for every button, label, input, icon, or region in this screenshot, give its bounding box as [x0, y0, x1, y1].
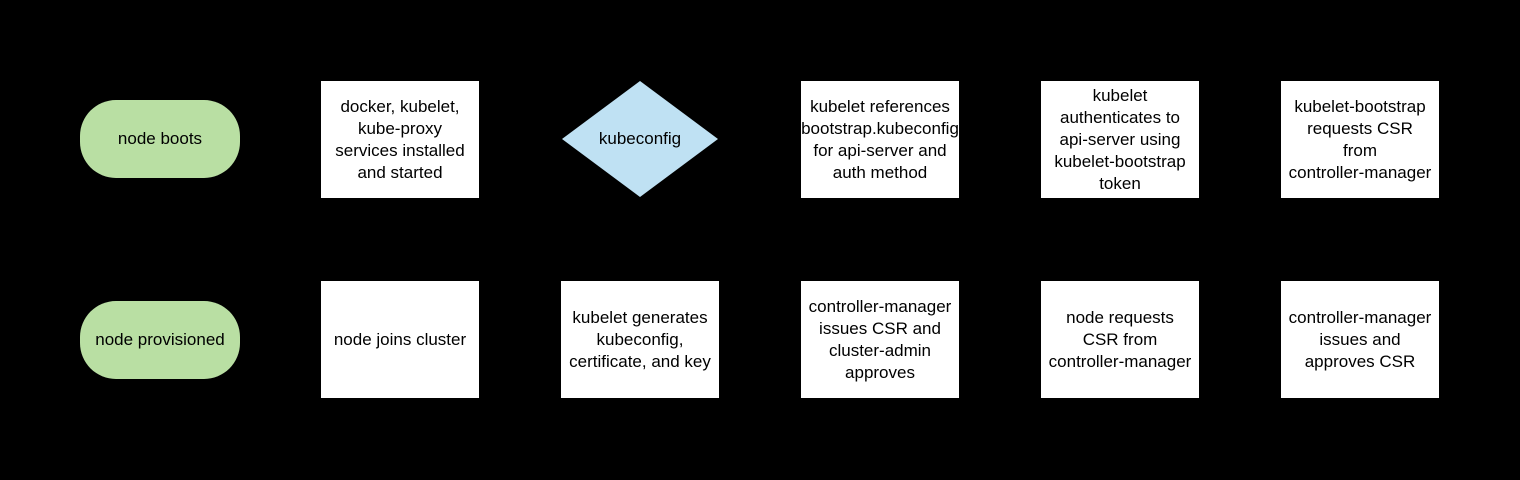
process-controller-manager-issues: controller-manager issues CSR and cluste… — [801, 281, 959, 398]
decision-kubeconfig-label: kubeconfig — [598, 129, 682, 148]
terminal-node-boots-label: node boots — [117, 129, 203, 148]
process-kubelet-references: kubelet references bootstrap.kubeconfig … — [801, 81, 959, 198]
decision-kubeconfig: kubeconfig — [562, 81, 718, 197]
process-controller-manager-issues-label: controller-manager issues CSR and cluste… — [808, 296, 952, 382]
process-node-joins-cluster: node joins cluster — [321, 281, 479, 398]
process-node-requests-csr-label: node requests CSR from controller-manage… — [1048, 307, 1192, 371]
process-controller-manager-approves-label: controller-manager issues and approves C… — [1288, 307, 1432, 371]
terminal-node-provisioned-label: node provisioned — [95, 330, 225, 349]
process-node-joins-cluster-label: node joins cluster — [333, 329, 467, 349]
process-kubelet-generates-label: kubelet generates kubeconfig, certificat… — [569, 307, 711, 371]
process-bootstrap-requests-csr-label: kubelet-bootstrap requests CSR from cont… — [1288, 96, 1432, 182]
process-kubelet-authenticates: kubelet authenticates to api-server usin… — [1041, 81, 1199, 198]
process-kubelet-generates: kubelet generates kubeconfig, certificat… — [561, 281, 719, 398]
process-node-requests-csr: node requests CSR from controller-manage… — [1041, 281, 1199, 398]
terminal-node-boots: node boots — [80, 100, 240, 178]
process-kubelet-references-label: kubelet references bootstrap.kubeconfig … — [801, 96, 959, 182]
process-bootstrap-requests-csr: kubelet-bootstrap requests CSR from cont… — [1281, 81, 1439, 198]
terminal-node-provisioned: node provisioned — [80, 301, 240, 379]
process-kubelet-authenticates-label: kubelet authenticates to api-server usin… — [1054, 85, 1186, 193]
process-services-installed: docker, kubelet, kube-proxy services ins… — [321, 81, 479, 198]
process-services-installed-label: docker, kubelet, kube-proxy services ins… — [335, 96, 465, 182]
process-controller-manager-approves: controller-manager issues and approves C… — [1281, 281, 1439, 398]
